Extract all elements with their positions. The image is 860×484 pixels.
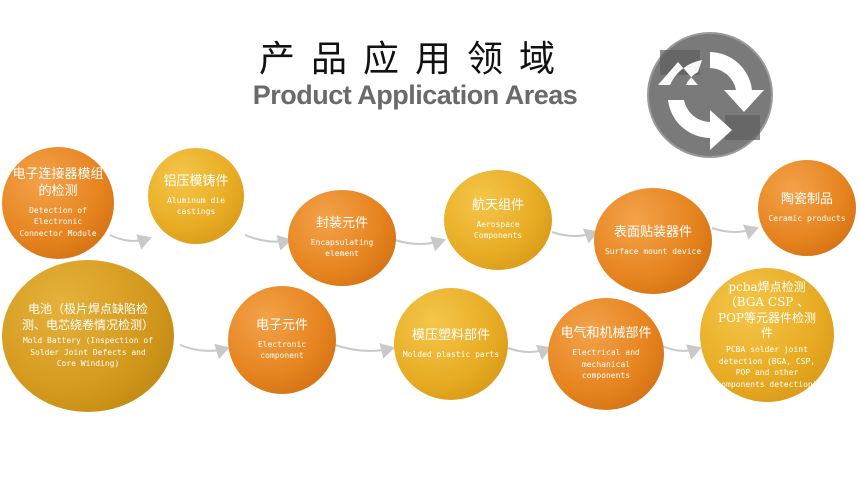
bubble-title: 封装元件 <box>315 215 368 231</box>
bubble-electronic-component: 电子元件 Electronic component <box>228 286 336 394</box>
bubble-subtitle: PCBA solder joint detection (BGA, CSP, P… <box>716 345 818 389</box>
bubble-encapsulating-element: 封装元件 Encapsulating element <box>288 190 396 286</box>
bubble-subtitle: Electrical and mechanical components <box>572 348 640 381</box>
bubble-title: 电子连接器模组的检测 <box>12 166 104 199</box>
bubble-subtitle: Molded plastic parts <box>402 349 500 359</box>
page-title-chinese: 产品应用领域 <box>258 39 571 80</box>
bubble-title: 电子元件 <box>255 317 308 333</box>
bubble-subtitle: Surface mount device <box>604 246 702 256</box>
bubble-title: 航天组件 <box>471 197 524 213</box>
bubble-subtitle: Encapsulating element <box>310 237 374 259</box>
bubble-title: 陶瓷制品 <box>780 191 833 207</box>
bubble-title: 表面贴装器件 <box>613 224 692 240</box>
bubble-subtitle: Detection of Electronic Connector Module <box>19 205 97 238</box>
bubble-subtitle: Mold Battery (Inspection of Solder Joint… <box>22 336 154 369</box>
bubble-subtitle: Electronic component <box>257 339 307 361</box>
bubble-surface-mount: 表面贴装器件 Surface mount device <box>594 188 712 294</box>
bubble-title: 电池（极片焊点缺陷检测、电芯绕卷情况检测） <box>21 302 154 332</box>
bubble-aluminum-castings: 铝压模铸件 Aluminum die castings <box>148 148 244 244</box>
bubble-title: 模压塑料部件 <box>411 327 490 343</box>
recycle-arrows-logo-icon <box>647 32 773 158</box>
bubble-title: pcba焊点检测（BGA CSP 、POP等元器件检测件 <box>718 279 816 341</box>
bubble-title: 电气和机械部件 <box>560 326 652 342</box>
bubble-aerospace: 航天组件 Aerospace Components <box>444 170 552 270</box>
bubble-title: 铝压模铸件 <box>163 173 229 189</box>
bubble-connector-detection: 电子连接器模组的检测 Detection of Electronic Conne… <box>2 147 114 259</box>
bubble-pcba-solder: pcba焊点检测（BGA CSP 、POP等元器件检测件 PCBA solder… <box>700 268 834 402</box>
bubble-subtitle: Ceramic products <box>768 213 846 223</box>
bubble-subtitle: Aerospace Components <box>473 219 523 241</box>
bubble-molded-plastic: 模压塑料部件 Molded plastic parts <box>394 288 508 400</box>
bubble-battery: 电池（极片焊点缺陷检测、电芯绕卷情况检测） Mold Battery (Insp… <box>2 260 174 412</box>
page-title-english: Product Application Areas <box>252 80 578 110</box>
bubble-ceramic: 陶瓷制品 Ceramic products <box>758 160 856 256</box>
bubble-subtitle: Aluminum die castings <box>167 195 225 217</box>
bubble-electrical-mechanical: 电气和机械部件 Electrical and mechanical compon… <box>548 298 664 410</box>
